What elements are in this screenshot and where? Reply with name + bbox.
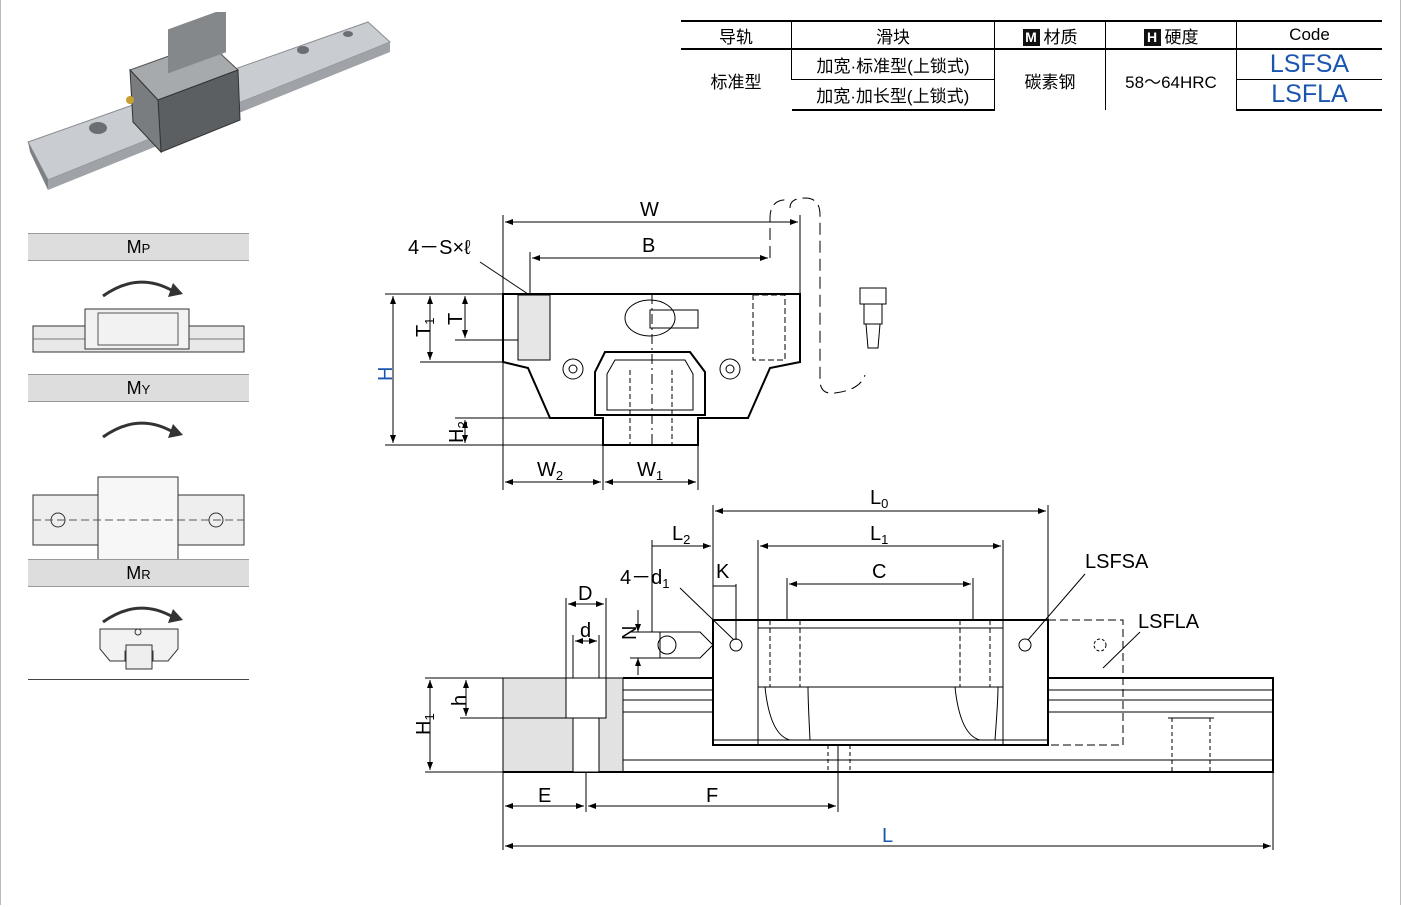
moment-mr-label: MR <box>28 559 249 587</box>
dim-w: W <box>640 199 659 221</box>
dim-h1: H1 <box>413 713 437 735</box>
dim-w1: W1 <box>637 459 663 483</box>
dim-w2: W2 <box>537 459 563 483</box>
dim-d-small: d <box>580 620 591 642</box>
dim-screw: 4－S×ℓ <box>408 237 471 259</box>
dim-e: E <box>538 785 551 807</box>
moment-my-panel: MY <box>28 374 249 562</box>
dim-l: L <box>882 825 893 847</box>
dim-f: F <box>706 785 718 807</box>
moment-mr-panel: MR <box>28 559 249 682</box>
moment-mp-diagram <box>32 280 245 353</box>
dim-t: T <box>445 313 467 325</box>
dim-h: H <box>375 367 397 381</box>
dim-h2: H2 <box>446 421 470 443</box>
dim-h-small: h <box>449 695 471 706</box>
material-icon: M <box>1022 28 1040 46</box>
dim-b: B <box>642 235 655 257</box>
callout-lsfla: LSFLA <box>1138 611 1200 633</box>
dim-d-large: D <box>578 583 592 605</box>
moment-mp-panel: MP <box>28 233 249 371</box>
moment-my-label: MY <box>28 374 249 402</box>
moment-my-diagram <box>32 421 245 562</box>
product-photo <box>27 12 391 190</box>
dim-l2: L2 <box>672 523 690 547</box>
slider-cell: 加宽·标准型(上锁式) <box>791 49 995 80</box>
material-cell: 碳素钢 <box>994 49 1106 110</box>
callout-lsfsa: LSFSA <box>1085 551 1149 573</box>
dim-t1: T1 <box>413 318 437 337</box>
divider <box>28 679 249 680</box>
code-link[interactable]: LSFSA <box>1236 49 1382 80</box>
code-link[interactable]: LSFLA <box>1236 79 1382 111</box>
moment-mr-diagram <box>99 606 183 670</box>
hardness-cell: 58～64HRC <box>1105 49 1237 110</box>
dim-c: C <box>872 561 886 583</box>
header-code: Code <box>1236 20 1382 50</box>
dim-l0: L0 <box>870 487 888 511</box>
dim-k: K <box>716 561 730 583</box>
dim-n: N <box>619 626 641 640</box>
slider-cell: 加宽·加长型(上锁式) <box>791 79 995 111</box>
moment-mp-label: MP <box>28 233 249 261</box>
rail-type-cell: 标准型 <box>710 72 762 92</box>
hardness-icon: H <box>1143 28 1161 46</box>
header-slider: 滑块 <box>791 20 995 50</box>
dim-l1: L1 <box>870 523 888 547</box>
header-rail: 导轨 <box>681 20 792 50</box>
dim-d1: 4－d1 <box>620 567 669 591</box>
